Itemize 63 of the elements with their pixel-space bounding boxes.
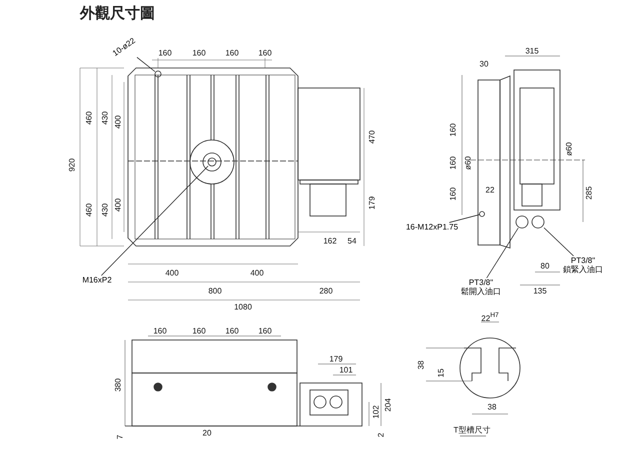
dimension-value: 160 (448, 156, 458, 170)
dimension-value: 400 (114, 115, 122, 129)
dimension-value: 285 (584, 186, 594, 200)
dimension-value: 22 (486, 186, 494, 194)
dimension-value: ø60 (464, 156, 472, 170)
dimension-value: 160 (448, 187, 458, 201)
bolt-hole (479, 211, 485, 217)
dimension-value: 160 (192, 48, 206, 58)
dimension-value: 38 (416, 360, 426, 370)
dimension-value: 800 (208, 286, 222, 296)
dimension-value: 280 (319, 286, 333, 296)
oil-port (516, 216, 528, 228)
dimension-value: 160 (448, 123, 458, 137)
dimension-value: 430 (100, 111, 110, 125)
dimension-value: 20 (202, 428, 212, 438)
dimension-value: 400 (114, 198, 122, 212)
dimension-value: 7 (116, 434, 124, 440)
dimension-value: 380 (114, 378, 122, 392)
callout-text: 16-M12xP1.75 (406, 222, 458, 232)
dimension-value: 38 (488, 402, 496, 412)
dimension-value: 160 (258, 326, 272, 336)
dimension-value: 135 (533, 286, 547, 296)
dimension-value: 1080 (234, 302, 252, 312)
dimension-value: 101 (339, 366, 353, 374)
callout-text: M16xP2 (82, 276, 112, 284)
dimension-value: 160 (225, 326, 239, 336)
dimension-value: 204 (384, 398, 392, 412)
dimension-value: 400 (250, 268, 264, 278)
dimension-value: 102 (372, 405, 380, 419)
dimension-value: 160 (153, 326, 167, 336)
callout-text: 鬆開入油口 (461, 287, 501, 296)
dimension-value: 920 (68, 158, 76, 172)
bolt-hole (154, 70, 162, 78)
dimension-value: 15 (436, 368, 446, 378)
dimension-value: 160 (158, 48, 172, 58)
leader-line (136, 56, 156, 72)
callout-text: PT3/8" (570, 256, 596, 265)
dimension-value: ø60 (564, 142, 574, 156)
callout-text: 鎖緊入油口 (563, 265, 603, 274)
dimension-value: 22$^{H7}$ (481, 311, 499, 323)
dimension-value: 179 (329, 354, 343, 364)
dimension-value: 160 (225, 48, 239, 58)
dimension-value: 30 (480, 60, 488, 68)
bolt-hole (208, 158, 216, 166)
dimension-value: 179 (368, 196, 376, 210)
dimension-value: 2 (376, 432, 386, 438)
leader-line (448, 214, 480, 223)
dimension-value: 160 (192, 326, 206, 336)
view-caption: T型槽尺寸 (454, 426, 490, 434)
leader-line (101, 166, 208, 276)
dimension-value: 470 (368, 130, 376, 144)
callout-text: PT3/8" (468, 278, 494, 287)
dimension-value: 54 (348, 236, 356, 246)
dimension-value: 162 (323, 236, 337, 246)
dimension-value: 160 (258, 48, 272, 58)
dimension-value: 460 (84, 111, 94, 125)
dimension-value: 460 (84, 203, 94, 217)
drawing-title: 外觀尺寸圖 (80, 4, 155, 23)
dimension-value: 430 (100, 203, 110, 217)
dimension-value: 80 (540, 262, 550, 270)
oil-port (532, 216, 544, 228)
dimension-value: 315 (525, 46, 539, 56)
dimension-value: 400 (165, 268, 179, 278)
